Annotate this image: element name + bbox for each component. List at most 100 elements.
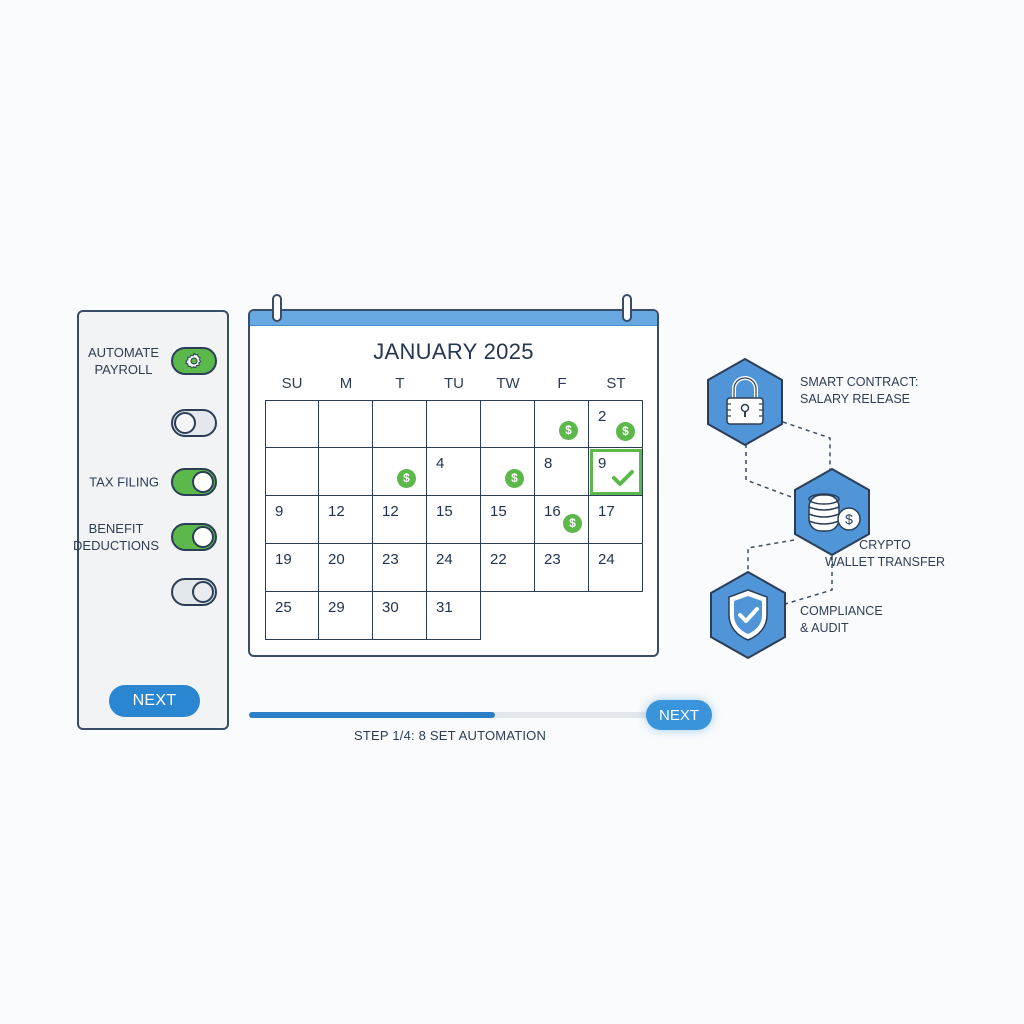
calendar-day-cell[interactable]: 29 xyxy=(319,592,373,640)
calendar-day-cell[interactable] xyxy=(265,448,319,496)
setting-automate-payroll: AUTOMATE PAYROLL xyxy=(79,344,227,378)
toggle-knob xyxy=(192,581,214,603)
calendar-day-cell[interactable]: 23 xyxy=(535,544,589,592)
day-number: 15 xyxy=(436,503,453,520)
calendar-day-cell[interactable]: $ xyxy=(481,448,535,496)
tax-filing-toggle[interactable] xyxy=(171,468,217,496)
progress-next-button[interactable]: NEXT xyxy=(646,700,712,730)
calendar-day-cell[interactable]: $ xyxy=(373,448,427,496)
toggle-knob xyxy=(174,412,196,434)
calendar-header-bar xyxy=(250,311,657,326)
toggle-knob xyxy=(192,526,214,548)
calendar-day-cell[interactable]: 20 xyxy=(319,544,373,592)
calendar-day-cell[interactable] xyxy=(319,400,373,448)
calendar-day-cell-selected[interactable]: 9 xyxy=(589,448,643,496)
day-number: 23 xyxy=(382,551,399,568)
day-number: 15 xyxy=(490,503,507,520)
payment-dollar-icon: $ xyxy=(616,422,635,441)
calendar-day-cell xyxy=(481,592,535,640)
calendar-day-cell[interactable]: 23 xyxy=(373,544,427,592)
weekday-label: F xyxy=(557,375,567,392)
workflow-node-smart-contract[interactable] xyxy=(706,357,784,447)
calendar-day-cell[interactable] xyxy=(265,400,319,448)
day-number: 31 xyxy=(436,599,453,616)
setting-label: TAX FILING xyxy=(89,474,159,490)
benefit-deductions-toggle[interactable] xyxy=(171,523,217,551)
setting-benefit-deductions: BENEFIT DEDUCTIONS xyxy=(73,520,227,554)
calendar-day-cell[interactable] xyxy=(481,400,535,448)
day-number: 23 xyxy=(544,551,561,568)
automate-payroll-toggle[interactable] xyxy=(171,347,217,375)
calendar-day-cell[interactable]: 24 xyxy=(589,544,643,592)
calendar-day-cell[interactable]: 12 xyxy=(319,496,373,544)
calendar-day-cell[interactable]: 15 xyxy=(427,496,481,544)
toggle-knob xyxy=(192,471,214,493)
day-number: 19 xyxy=(275,551,292,568)
day-number: 2 xyxy=(598,408,607,425)
calendar-day-cell[interactable] xyxy=(427,400,481,448)
panel-next-button[interactable]: NEXT xyxy=(109,685,200,717)
calendar-day-cell[interactable] xyxy=(319,448,373,496)
calendar-day-cell[interactable]: 9 xyxy=(265,496,319,544)
day-number: 24 xyxy=(598,551,615,568)
svg-text:$: $ xyxy=(845,511,853,527)
day-number: 24 xyxy=(436,551,453,568)
progress-fill xyxy=(249,712,495,718)
automation-settings-panel: AUTOMATE PAYROLL TAX FILING BENEFIT DEDU… xyxy=(73,310,229,730)
workflow-node-crypto-wallet[interactable]: $ xyxy=(793,467,871,557)
day-number: 9 xyxy=(275,503,284,520)
calendar-day-cell[interactable]: 25 xyxy=(265,592,319,640)
calendar-day-cell[interactable] xyxy=(373,400,427,448)
day-number: 30 xyxy=(382,599,399,616)
coin-stack-icon: $ xyxy=(794,467,870,557)
unlabeled-toggle-2[interactable] xyxy=(171,578,217,606)
setting-tax-filing: TAX FILING xyxy=(79,465,227,499)
weekday-label: TW xyxy=(496,375,520,392)
setting-label: AUTOMATE PAYROLL xyxy=(87,345,159,377)
gear-icon xyxy=(185,352,202,369)
workflow-label-compliance: COMPLIANCE & AUDIT xyxy=(800,604,883,635)
calendar-day-cell[interactable]: 31 xyxy=(427,592,481,640)
calendar-day-cell[interactable]: 12 xyxy=(373,496,427,544)
step-label: STEP 1/4: 8 SET AUTOMATION xyxy=(354,728,547,743)
payment-dollar-icon: $ xyxy=(563,514,582,533)
day-number: 12 xyxy=(328,503,345,520)
padlock-icon xyxy=(707,357,783,447)
calendar-day-cell xyxy=(589,592,643,640)
calendar-month-title: JANUARY 2025 xyxy=(373,339,534,364)
calendar-day-cell[interactable]: 2$ xyxy=(589,400,643,448)
weekday-label: T xyxy=(395,375,405,392)
payment-dollar-icon: $ xyxy=(559,421,578,440)
weekday-label: ST xyxy=(606,375,626,392)
calendar-day-cell[interactable]: 4 xyxy=(427,448,481,496)
workflow-node-compliance[interactable] xyxy=(709,570,787,660)
weekday-label: SU xyxy=(281,375,303,392)
day-number: 9 xyxy=(598,455,607,472)
shield-check-icon xyxy=(710,570,786,660)
payment-dollar-icon: $ xyxy=(505,469,524,488)
calendar-day-cell[interactable]: 16$ xyxy=(535,496,589,544)
day-number: 4 xyxy=(436,455,445,472)
calendar-day-cell[interactable]: 30 xyxy=(373,592,427,640)
day-number: 16 xyxy=(544,503,561,520)
checkmark-icon xyxy=(612,470,634,486)
calendar-day-cell[interactable]: 17 xyxy=(589,496,643,544)
calendar-day-cell[interactable]: 15 xyxy=(481,496,535,544)
day-number: 29 xyxy=(328,599,345,616)
binder-ring-icon xyxy=(272,294,282,322)
day-number: 8 xyxy=(544,455,553,472)
calendar-day-cell[interactable]: 8 xyxy=(535,448,589,496)
workflow-label-smart-contract: SMART CONTRACT: SALARY RELEASE xyxy=(800,375,919,406)
calendar-day-cell[interactable]: 19 xyxy=(265,544,319,592)
calendar-day-cell[interactable]: 24 xyxy=(427,544,481,592)
day-number: 25 xyxy=(275,599,292,616)
calendar-day-cell[interactable]: $ xyxy=(535,400,589,448)
setting-label: BENEFIT DEDUCTIONS xyxy=(73,521,159,553)
setting-unlabeled-2 xyxy=(79,575,227,609)
progress-bar xyxy=(249,712,659,718)
calendar-day-cell[interactable]: 22 xyxy=(481,544,535,592)
day-number: 17 xyxy=(598,503,615,520)
unlabeled-toggle-1[interactable] xyxy=(171,409,217,437)
